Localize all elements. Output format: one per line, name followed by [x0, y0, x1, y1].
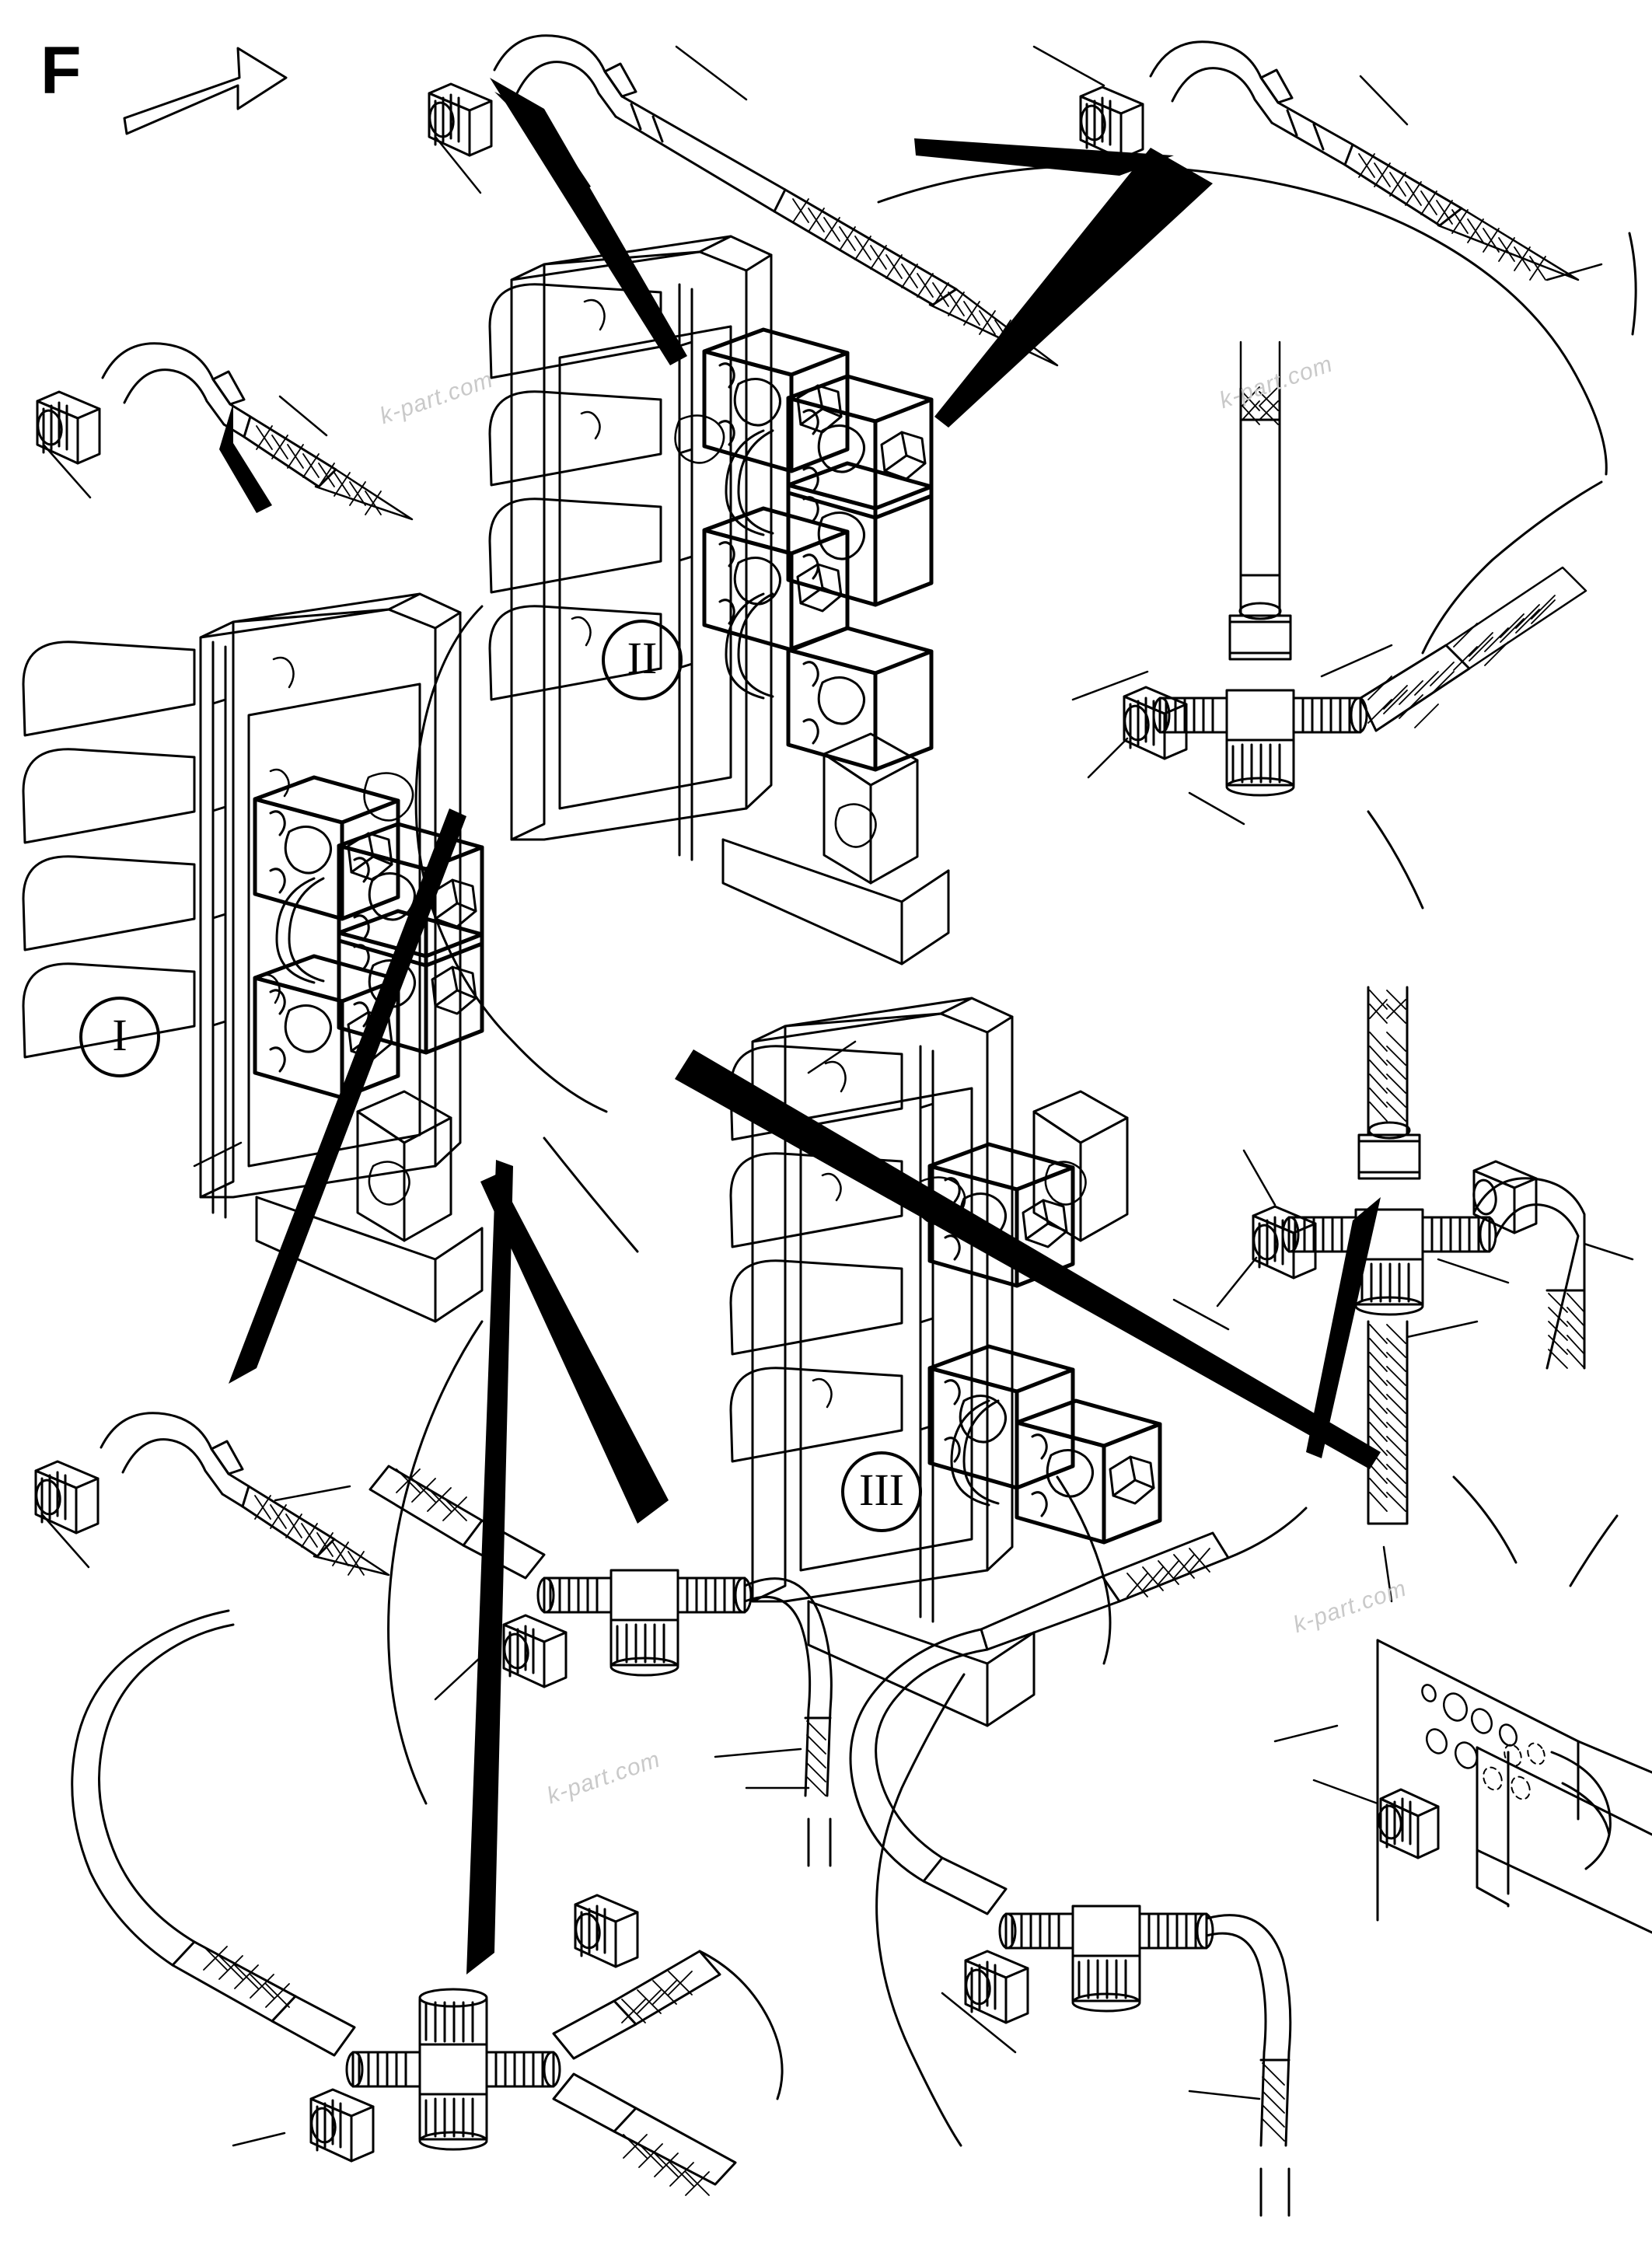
nipple-cluster-left-lower [574, 1894, 639, 1968]
group-callout-i[interactable]: I [79, 997, 160, 1077]
group-callout-ii[interactable]: II [602, 620, 683, 700]
tee-fitting-left-mid [368, 1465, 833, 1867]
forward-direction-arrow-icon [123, 47, 288, 135]
group-callout-iii[interactable]: III [841, 1451, 922, 1532]
valve-bank-ii [488, 235, 950, 965]
port-manifold-plate [1312, 1639, 1652, 1934]
valve-bank-i [22, 592, 484, 1323]
hose-assembly-right-vertical-upper [1071, 340, 1587, 797]
hose-assembly-right-vertical-lower [1216, 986, 1634, 1603]
hose-assembly-left-upper [36, 342, 414, 521]
tee-fitting-bottom-right [849, 1507, 1308, 2217]
hose-assembly-left-lower [34, 1412, 390, 1576]
hose-assembly-top-right [1032, 40, 1603, 281]
cross-fitting-lower-left [71, 1609, 784, 2196]
valve-bank-iii [729, 997, 1162, 1727]
front-direction-label: F [40, 33, 82, 108]
